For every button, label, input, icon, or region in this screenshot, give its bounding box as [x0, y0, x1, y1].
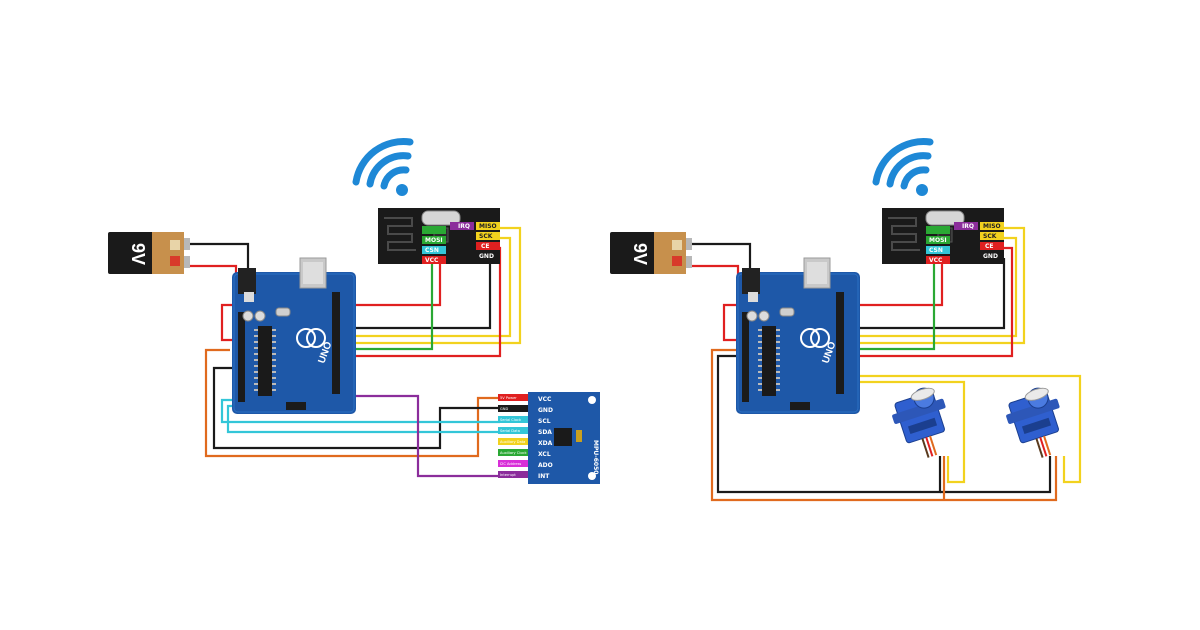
nrf-r-pin-irq: IRQ	[962, 223, 974, 230]
nrf-pin-irq: IRQ	[458, 223, 470, 230]
nrf-pin-sck: SCK	[479, 233, 493, 240]
nrf-pin-ce: CE	[481, 243, 490, 250]
nrf24-module-right: IRQ MISO MOSI SCK CSN CE VCC GND	[881, 207, 1005, 265]
battery-label-right: 9V	[630, 243, 650, 265]
mpu-desc-4: Auxiliary Data	[500, 440, 525, 444]
mpu-desc-1: GND	[500, 407, 508, 411]
mpu-desc-6: I2C Address	[500, 462, 521, 466]
mpu-desc-5: Auxiliary Clock	[500, 451, 527, 455]
nrf-r-pin-mosi: MOSI	[929, 237, 947, 244]
mpu-pin-xcl: XCL	[538, 451, 551, 458]
receiver-circuit: 9V UNO IRQ MISO MOSI SCK CSN CE VCC GND	[610, 142, 1082, 502]
mpu-desc-7: Interrupt	[500, 473, 516, 477]
battery-9v: 9V	[108, 232, 190, 274]
nrf-pin-csn: CSN	[425, 247, 439, 254]
wifi-icon-right	[876, 142, 930, 196]
nrf24-module-left: IRQ MISO MOSI SCK CSN CE VCC GND	[377, 207, 501, 265]
battery-9v-right: 9V	[610, 232, 692, 274]
servo-motor-1	[885, 382, 961, 466]
nrf-pin-vcc: VCC	[425, 257, 439, 264]
servo-motor-2	[999, 382, 1075, 466]
nrf-pin-mosi: MOSI	[425, 237, 443, 244]
arduino-uno-left: UNO	[231, 257, 357, 415]
mpu6050-module: MPU-6050 5V Power GND Serial Clock Seria…	[498, 392, 600, 484]
mpu-desc-2: Serial Clock	[500, 418, 522, 422]
mpu-pin-gnd: GND	[538, 407, 553, 414]
nrf-r-pin-ce: CE	[985, 243, 994, 250]
mpu-desc-3: Serial Data	[500, 429, 520, 433]
arduino-uno-right: UNO	[735, 257, 861, 415]
nrf-pin-miso: MISO	[479, 223, 497, 230]
mpu-pin-sda: SDA	[538, 429, 552, 436]
mpu-pin-labels: 5V Power GND Serial Clock Serial Data Au…	[498, 394, 553, 480]
mpu-label: MPU-6050	[592, 440, 599, 474]
transmitter-circuit: 9V UNO IRQ MISO MOSI SCK CSN CE VCC G	[108, 142, 600, 484]
mpu-pin-ado: ADO	[538, 462, 553, 469]
nrf-r-pin-miso: MISO	[983, 223, 1001, 230]
mpu-pin-int: INT	[538, 473, 550, 480]
wifi-icon-left	[356, 142, 410, 196]
mpu-desc-0: 5V Power	[500, 396, 517, 400]
nrf-r-pin-vcc: VCC	[929, 257, 943, 264]
nrf-r-pin-sck: SCK	[983, 233, 997, 240]
nrf-pin-gnd: GND	[479, 253, 494, 260]
nrf-r-pin-gnd: GND	[983, 253, 998, 260]
mpu-pin-xda: XDA	[538, 440, 553, 447]
nrf-r-pin-csn: CSN	[929, 247, 943, 254]
battery-label: 9V	[128, 243, 148, 265]
mpu-pin-scl: SCL	[538, 418, 551, 425]
mpu-pin-vcc: VCC	[538, 396, 552, 403]
